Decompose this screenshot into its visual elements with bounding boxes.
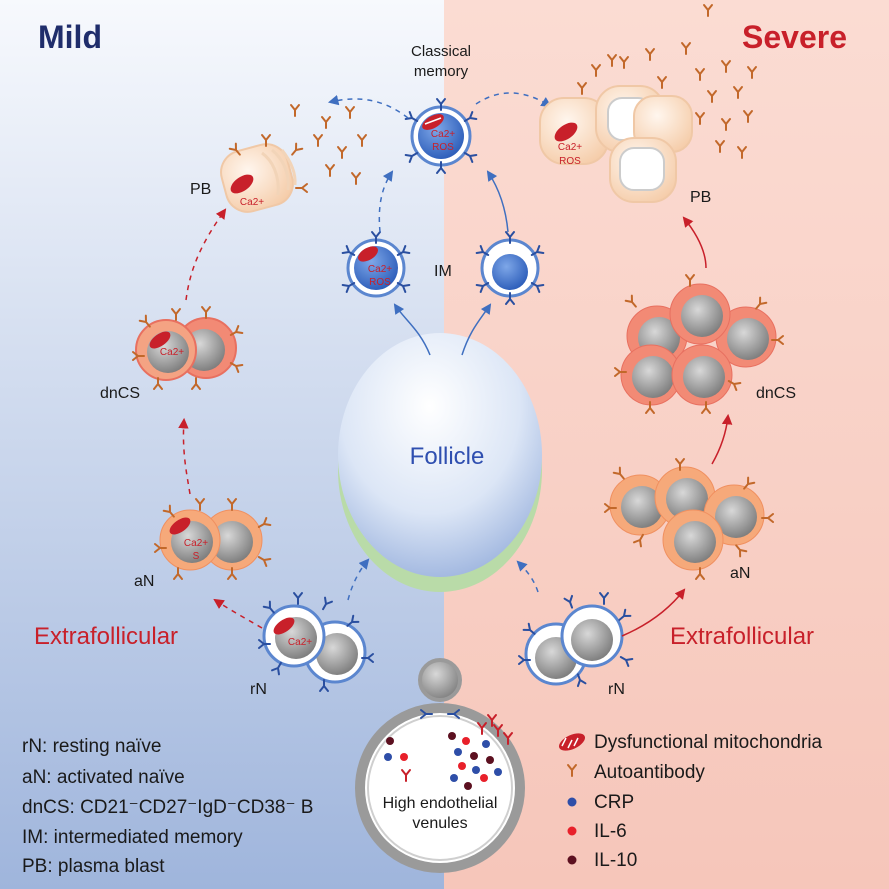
abbreviation-list: rN: resting naïve aN: activated naïve dn…: [22, 736, 313, 877]
arrow-classical-to-pb-left: [327, 94, 409, 119]
dncs-left-cells: Ca2+: [132, 306, 244, 390]
abbreviation-rn: rN: resting naïve: [22, 736, 161, 757]
extrafollicular-left-label: Extrafollicular: [34, 623, 178, 650]
svg-text:Ca2+: Ca2+: [240, 197, 264, 208]
follicle: [338, 333, 542, 577]
abbreviation-pb: PB: plasma blast: [22, 856, 165, 877]
arrow-rn-to-an-right: [621, 588, 686, 637]
high-endothelial-venule: [355, 703, 525, 873]
arrow-im-ros-to-classical: [378, 170, 394, 233]
severe-heading: Severe: [742, 19, 847, 55]
dncs-right-cluster: [614, 274, 784, 414]
an-right-cluster: [604, 458, 774, 580]
arrow-im-to-classical: [486, 170, 509, 233]
rn-left-cells: Ca2+: [258, 592, 374, 692]
mitochondria-icon: [558, 733, 586, 751]
venule-cell: [418, 658, 462, 702]
abbreviation-im: IM: intermediated memory: [22, 827, 243, 848]
legend: Dysfunctional mitochondria Autoantibody …: [558, 732, 823, 871]
arrow-dncs-to-pb-left: [185, 208, 227, 301]
svg-text:Ca2+: Ca2+: [160, 347, 184, 358]
rn-right-label: rN: [608, 681, 625, 698]
arrow-an-to-dncs-right: [711, 413, 733, 465]
legend-il10-label: IL-10: [594, 850, 637, 871]
hev-cytokines-left: [384, 737, 411, 782]
im-cell-ros: Ca2+ ROS: [341, 231, 411, 298]
svg-text:S: S: [193, 551, 200, 562]
pb-left-label: PB: [190, 181, 211, 198]
an-left-label: aN: [134, 573, 154, 590]
il6-dot-icon: [567, 826, 577, 836]
im-label: IM: [434, 263, 452, 280]
svg-text:Ca2+: Ca2+: [368, 264, 392, 275]
il10-dot-icon: [567, 855, 577, 865]
hev-label-line1: High endothelial: [383, 795, 498, 812]
classical-memory-label-line2: memory: [414, 63, 469, 80]
svg-text:Ca2+: Ca2+: [558, 142, 582, 153]
legend-autoantibody-label: Autoantibody: [594, 762, 705, 783]
rn-left-label: rN: [250, 681, 267, 698]
classical-memory-label-line1: Classical: [411, 43, 471, 60]
pb-right-label: PB: [690, 189, 711, 206]
abbreviation-an: aN: activated naïve: [22, 767, 185, 788]
arrow-classical-to-pb-right: [475, 92, 552, 108]
arrow-follicle-to-im-right: [461, 303, 492, 356]
legend-crp-label: CRP: [594, 792, 634, 813]
legend-mitochondria-label: Dysfunctional mitochondria: [594, 732, 823, 753]
arrow-rn-to-follicle-right: [516, 560, 539, 593]
follicle-label: Follicle: [410, 443, 485, 470]
hev-label-line2: venules: [412, 815, 467, 832]
svg-text:ROS: ROS: [559, 156, 581, 167]
im-cell: [475, 231, 545, 305]
arrow-rn-to-follicle-left: [347, 558, 370, 601]
rn-right-cells: [518, 592, 634, 688]
classical-memory-cell: Ca2+ ROS: [404, 98, 478, 174]
arrow-rn-to-an-left: [213, 598, 263, 629]
plasma-blast-right-cluster: Ca2+ ROS: [539, 85, 693, 203]
an-right-label: aN: [730, 565, 750, 582]
mild-heading: Mild: [38, 19, 102, 55]
hev-cytokines-right: [448, 714, 513, 790]
svg-text:Ca2+: Ca2+: [288, 637, 312, 648]
abbreviation-dncs: dnCS: CD21⁻CD27⁻IgD⁻CD38⁻ B: [22, 797, 313, 818]
dncs-left-label: dnCS: [100, 385, 140, 402]
svg-text:Ca2+: Ca2+: [431, 129, 455, 140]
extrafollicular-right-label: Extrafollicular: [670, 623, 814, 650]
an-left-cells: Ca2+ S: [154, 498, 272, 580]
plasma-blast-left: Ca2+: [220, 134, 308, 213]
svg-text:Ca2+: Ca2+: [184, 538, 208, 549]
arrow-dncs-to-pb-right: [682, 216, 707, 269]
svg-text:ROS: ROS: [432, 142, 454, 153]
arrow-follicle-to-im-left: [393, 303, 431, 356]
dncs-right-label: dnCS: [756, 385, 796, 402]
legend-il6-label: IL-6: [594, 821, 627, 842]
crp-dot-icon: [567, 797, 577, 807]
svg-text:ROS: ROS: [369, 277, 391, 288]
